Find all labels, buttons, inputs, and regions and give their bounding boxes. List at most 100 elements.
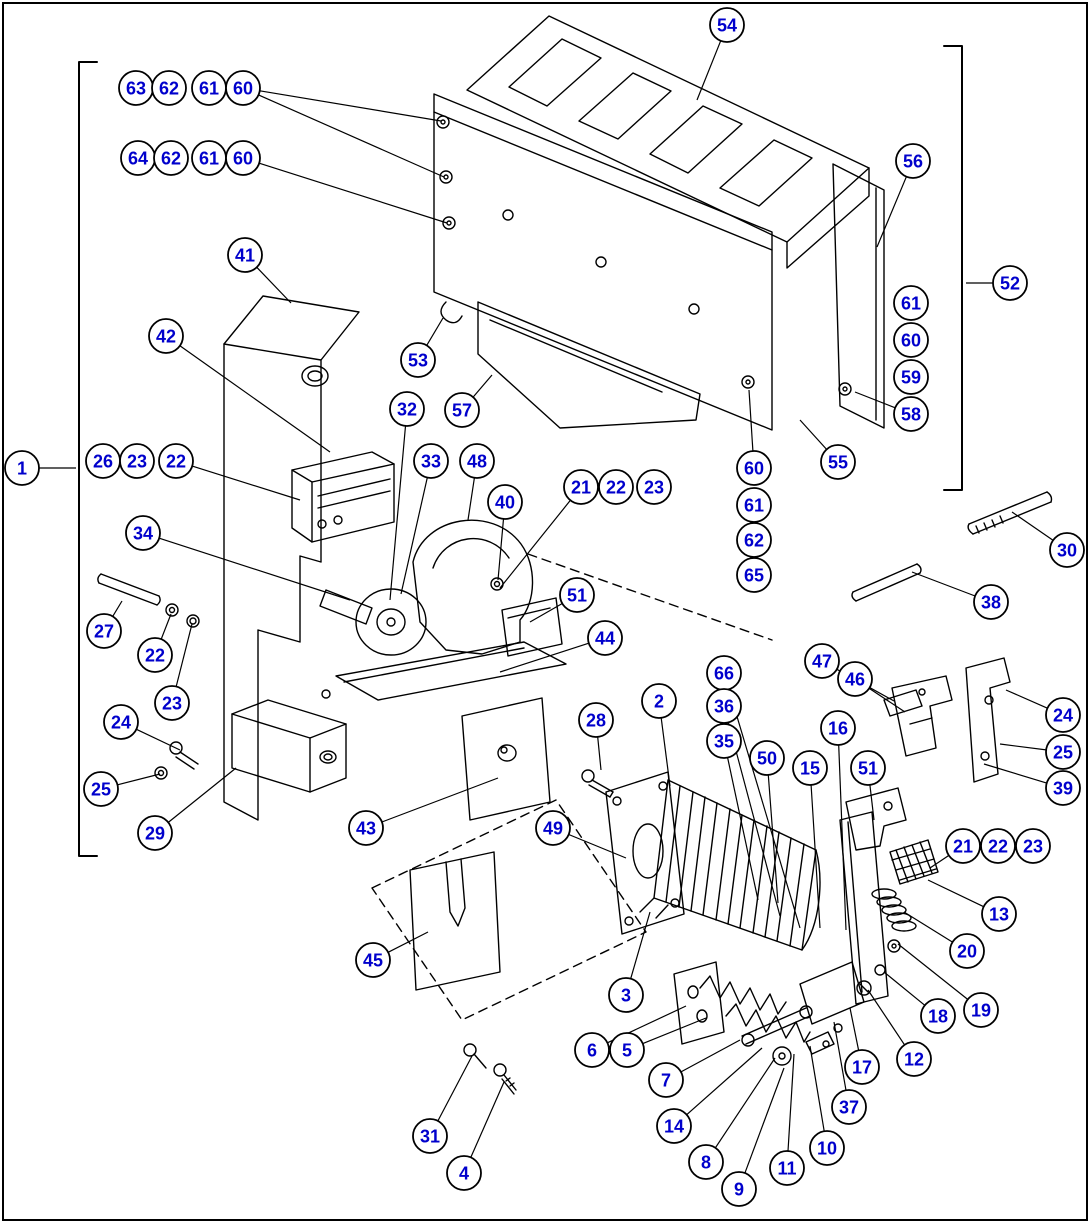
callout-62[interactable]: 62 (151, 70, 187, 106)
balloon-number: 21 (571, 478, 591, 498)
callout-29[interactable]: 29 (137, 815, 173, 851)
callout-60[interactable]: 60 (225, 140, 261, 176)
balloon-number: 10 (817, 1139, 837, 1159)
callout-24[interactable]: 24 (103, 704, 139, 740)
balloon-circle (459, 443, 495, 479)
callout-37[interactable]: 37 (831, 1089, 867, 1125)
callout-28[interactable]: 28 (578, 702, 614, 738)
callout-38[interactable]: 38 (973, 584, 1009, 620)
leader-line (175, 623, 193, 687)
callout-65[interactable]: 65 (736, 557, 772, 593)
callout-23[interactable]: 23 (119, 443, 155, 479)
callout-45[interactable]: 45 (355, 942, 391, 978)
callout-4[interactable]: 4 (446, 1155, 482, 1191)
callout-5[interactable]: 5 (609, 1032, 645, 1068)
callout-42[interactable]: 42 (148, 318, 184, 354)
callout-17[interactable]: 17 (844, 1049, 880, 1085)
right-bracket (943, 45, 963, 491)
callout-11[interactable]: 11 (769, 1150, 805, 1186)
callout-25[interactable]: 25 (83, 771, 119, 807)
callout-19[interactable]: 19 (963, 992, 999, 1028)
callout-56[interactable]: 56 (895, 143, 931, 179)
balloon-number: 1 (17, 459, 27, 479)
callout-24[interactable]: 24 (1045, 697, 1081, 733)
callout-61[interactable]: 61 (191, 70, 227, 106)
callout-63[interactable]: 63 (118, 70, 154, 106)
callout-59[interactable]: 59 (893, 359, 929, 395)
callout-62[interactable]: 62 (736, 522, 772, 558)
callout-26[interactable]: 26 (85, 443, 121, 479)
balloon-circle (656, 1108, 692, 1144)
callout-6[interactable]: 6 (574, 1032, 610, 1068)
callout-41[interactable]: 41 (227, 237, 263, 273)
callout-8[interactable]: 8 (688, 1144, 724, 1180)
callout-34[interactable]: 34 (125, 515, 161, 551)
callout-23[interactable]: 23 (1015, 828, 1051, 864)
callout-1[interactable]: 1 (4, 450, 40, 486)
callout-61[interactable]: 61 (893, 285, 929, 321)
callout-22[interactable]: 22 (158, 443, 194, 479)
balloon-number: 14 (664, 1117, 684, 1137)
callout-23[interactable]: 23 (636, 469, 672, 505)
callout-21[interactable]: 21 (945, 828, 981, 864)
callout-54[interactable]: 54 (709, 7, 745, 43)
callout-51[interactable]: 51 (559, 577, 595, 613)
callout-43[interactable]: 43 (348, 810, 384, 846)
callout-58[interactable]: 58 (893, 396, 929, 432)
callout-52[interactable]: 52 (992, 265, 1028, 301)
callout-53[interactable]: 53 (400, 342, 436, 378)
callout-40[interactable]: 40 (487, 484, 523, 520)
callout-51[interactable]: 51 (850, 750, 886, 786)
callout-49[interactable]: 49 (535, 810, 571, 846)
callout-23[interactable]: 23 (154, 685, 190, 721)
callout-25[interactable]: 25 (1045, 734, 1081, 770)
callout-57[interactable]: 57 (444, 392, 480, 428)
callout-48[interactable]: 48 (459, 443, 495, 479)
callout-50[interactable]: 50 (749, 740, 785, 776)
callout-32[interactable]: 32 (389, 391, 425, 427)
callout-55[interactable]: 55 (820, 444, 856, 480)
callout-60[interactable]: 60 (736, 450, 772, 486)
callout-18[interactable]: 18 (920, 998, 956, 1034)
balloon-number: 38 (981, 593, 1001, 613)
callout-2[interactable]: 2 (641, 683, 677, 719)
callout-33[interactable]: 33 (413, 443, 449, 479)
callout-3[interactable]: 3 (608, 977, 644, 1013)
pin-30-drawing (967, 491, 1053, 535)
callout-66[interactable]: 66 (706, 655, 742, 691)
callout-13[interactable]: 13 (981, 896, 1017, 932)
callout-47[interactable]: 47 (804, 643, 840, 679)
callout-21[interactable]: 21 (563, 469, 599, 505)
callout-22[interactable]: 22 (980, 828, 1016, 864)
callout-27[interactable]: 27 (86, 613, 122, 649)
callout-46[interactable]: 46 (837, 661, 873, 697)
callout-39[interactable]: 39 (1045, 770, 1081, 806)
callout-9[interactable]: 9 (721, 1171, 757, 1207)
callout-60[interactable]: 60 (225, 70, 261, 106)
leader-line (660, 717, 671, 787)
callout-22[interactable]: 22 (137, 637, 173, 673)
balloon-circle (893, 285, 929, 321)
leader-line (686, 1047, 763, 1116)
callout-64[interactable]: 64 (120, 140, 156, 176)
callout-7[interactable]: 7 (648, 1062, 684, 1098)
callout-35[interactable]: 35 (706, 723, 742, 759)
callout-62[interactable]: 62 (153, 140, 189, 176)
leader-line (117, 773, 161, 786)
callout-20[interactable]: 20 (949, 933, 985, 969)
callout-61[interactable]: 61 (736, 487, 772, 523)
callout-12[interactable]: 12 (896, 1041, 932, 1077)
callout-30[interactable]: 30 (1049, 532, 1085, 568)
callout-31[interactable]: 31 (412, 1118, 448, 1154)
callout-60[interactable]: 60 (893, 322, 929, 358)
leader-line (499, 642, 589, 673)
callout-16[interactable]: 16 (820, 710, 856, 746)
callout-61[interactable]: 61 (191, 140, 227, 176)
balloon-number: 5 (622, 1041, 632, 1061)
callout-15[interactable]: 15 (792, 750, 828, 786)
callout-22[interactable]: 22 (598, 469, 634, 505)
callout-10[interactable]: 10 (809, 1130, 845, 1166)
callout-44[interactable]: 44 (587, 620, 623, 656)
callout-14[interactable]: 14 (656, 1108, 692, 1144)
callout-36[interactable]: 36 (706, 688, 742, 724)
